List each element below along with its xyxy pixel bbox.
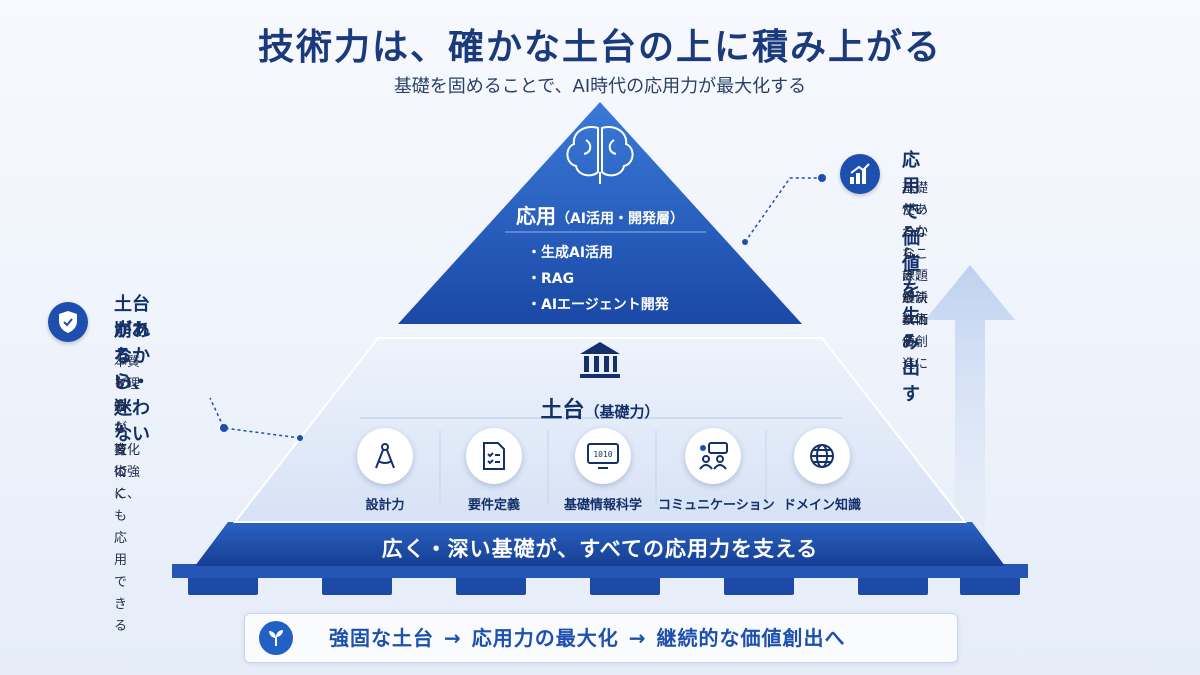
flow-step-1: 強固な土台 [329, 626, 434, 650]
skill-requirements: 要件定義 [439, 428, 549, 513]
callout-right-body-3: つなげられる [902, 225, 916, 350]
flow-step-3: 継続的な価値創出へ [656, 626, 846, 650]
apex-item-list: 生成AI活用 RAG AIエージェント開発 [527, 240, 669, 318]
callout-right-heading: 応用で価値を生み出す [902, 150, 920, 405]
growth-chart-icon [840, 154, 880, 194]
skill-label: ドメイン知識 [782, 498, 861, 513]
skill-label: 基礎情報科学 [563, 498, 642, 513]
page-title: 技術力は、確かな土台の上に積み上がる [257, 27, 942, 68]
page-subtitle: 基礎を固めることで、AI時代の応用力が最大化する [393, 76, 807, 97]
callout-left-body-1: 本質を理解し、変化に強く、 [114, 355, 141, 502]
bank-icon [580, 342, 620, 378]
flow-arrow: → [444, 626, 462, 650]
monitor-binary-text: 1010 [593, 450, 612, 459]
skill-label: 要件定義 [467, 498, 520, 513]
callout-left-heading-1: 土台があるから、 [114, 294, 150, 393]
bottom-flow-text: 強固な土台 → 応用力の最大化 → 継続的な価値創出へ [329, 614, 846, 662]
apex-item: AIエージェント開発 [527, 292, 669, 318]
skill-design: 設計力 [330, 428, 440, 513]
foundation-title-sub: （基礎力） [584, 403, 660, 421]
skill-label: 設計力 [365, 498, 405, 513]
flow-step-2: 応用力の最大化 [471, 626, 619, 650]
flow-arrow: → [628, 626, 647, 650]
foundation-title: 土台（基礎力） [450, 392, 750, 424]
apex-layer [398, 102, 802, 324]
callout-left-heading-2: 崩れない・迷わない [114, 320, 150, 445]
shield-icon [48, 302, 88, 342]
globe-icon [794, 428, 850, 484]
skill-cs: 1010 基礎情報科学 [548, 428, 658, 513]
checklist-icon [466, 428, 522, 484]
sprout-icon [259, 621, 293, 655]
foundation-title-main: 土台 [540, 398, 585, 423]
callout-right-body-1: 基礎があるからこそ、最新技術を [902, 181, 929, 350]
base-plinth [172, 564, 1028, 578]
base-feet [188, 575, 1020, 595]
apex-title-main: 応用 [515, 204, 556, 228]
people-chat-icon [685, 428, 741, 484]
callout-left-body-2: どんな技術にも応用できる [114, 377, 128, 634]
callout-right-body-2: 使いこなし、課題解決や価値創造に [902, 203, 929, 372]
compass-icon [357, 428, 413, 484]
bottom-flow-bar: 強固な土台 → 応用力の最大化 → 継続的な価値創出へ [244, 613, 958, 663]
base-banner-text: 広く・深い基礎が、すべての応用力を支える [381, 537, 819, 561]
skill-communication: コミュニケーション [658, 428, 775, 513]
brain-icon [566, 126, 634, 184]
apex-item: RAG [527, 266, 669, 292]
apex-item: 生成AI活用 [527, 240, 669, 266]
growth-arrow-background [925, 265, 1015, 560]
skill-label: コミュニケーション [658, 498, 775, 513]
callout-left-body-3: 力が育つ [114, 399, 128, 480]
monitor-binary-icon: 1010 [575, 428, 631, 484]
skill-domain: ドメイン知識 [767, 428, 877, 513]
base-band [195, 522, 1005, 566]
apex-title: 応用（AI活用・開発層） [460, 200, 740, 229]
apex-title-sub: （AI活用・開発層） [555, 211, 685, 227]
